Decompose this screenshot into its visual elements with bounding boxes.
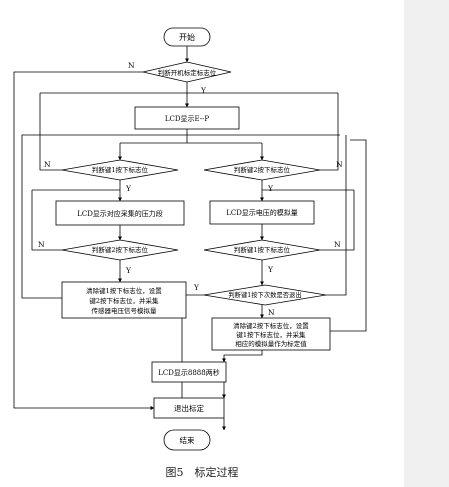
mark-key2-no: N bbox=[336, 160, 343, 169]
edge-k1times-no bbox=[326, 135, 347, 296]
calibration-flowchart: 开始 判断开机标定标志位 LCD显示E--P 判断键1按下标志位 判断键2按下标… bbox=[13, 27, 367, 451]
label-clear2-line2: 键1按下标志位，并采集 bbox=[236, 330, 306, 339]
decision-key1 bbox=[61, 159, 179, 181]
label-boot: 判断开机标定标志位 bbox=[158, 68, 217, 77]
mark-key1times-yes: Y bbox=[193, 283, 200, 292]
label-key1b: 判断键1按下标志位 bbox=[234, 245, 291, 254]
process-lcd-pressure bbox=[55, 200, 185, 226]
figure-caption: 图5 标定过程 bbox=[165, 466, 239, 479]
label-lcd-voltage: LCD显示电压的模拟量 bbox=[226, 208, 298, 217]
label-lcd-ep: LCD显示E--P bbox=[165, 115, 210, 123]
label-key1-times: 判断键1按下次数是否退出 bbox=[228, 290, 301, 299]
label-clear1-line3: 传感器电压信号模拟量 bbox=[92, 306, 158, 315]
mark-key2-yes: Y bbox=[267, 184, 274, 193]
terminal-start bbox=[163, 27, 211, 47]
label-clear2-line3: 相应的模拟量作为标定值 bbox=[235, 339, 307, 348]
mark-key1b-no: N bbox=[334, 240, 341, 249]
branch-marks: N Y N N Y Y N N Y Y Y N bbox=[38, 61, 343, 317]
decision-key2b bbox=[61, 239, 179, 261]
edge-k1b-no bbox=[320, 190, 355, 251]
label-exit: 退出标定 bbox=[174, 403, 204, 413]
mark-boot-no: N bbox=[128, 61, 135, 70]
label-clear1-line2: 键2按下标志位，并采集 bbox=[89, 296, 159, 305]
terminal-end bbox=[163, 429, 211, 451]
decision-key1b bbox=[203, 239, 321, 261]
decision-boot bbox=[142, 61, 232, 83]
label-key2: 判断键2按下标志位 bbox=[234, 165, 291, 174]
mark-key1-yes: Y bbox=[125, 184, 132, 193]
mark-key1b-yes: Y bbox=[267, 265, 274, 274]
flow-shapes bbox=[55, 27, 331, 451]
flow-labels: 开始 判断开机标定标志位 LCD显示E--P 判断键1按下标志位 判断键2按下标… bbox=[77, 32, 309, 445]
edge-k2b-no bbox=[31, 190, 62, 251]
label-end: 结束 bbox=[180, 435, 195, 445]
process-lcd-8888 bbox=[151, 361, 227, 383]
label-lcd-8888: LCD显示8888两秒 bbox=[158, 368, 219, 377]
process-lcd-voltage bbox=[209, 200, 315, 225]
label-key1: 判断键1按下标志位 bbox=[92, 165, 149, 174]
mark-key1times-no: N bbox=[268, 308, 275, 317]
edge-clear2-loop bbox=[330, 139, 367, 332]
process-lcd-ep bbox=[134, 106, 240, 130]
label-lcd-pressure: LCD显示对应采集的压力段 bbox=[77, 209, 163, 218]
edge-clear2-8888 bbox=[222, 350, 263, 363]
edge-boot-no-exit bbox=[13, 71, 155, 410]
process-clear2 bbox=[211, 317, 331, 351]
mark-boot-yes: Y bbox=[200, 86, 207, 95]
label-clear1-line1: 清除键1按下标志位，设置 bbox=[86, 286, 162, 295]
process-exit bbox=[153, 397, 225, 419]
label-key2b: 判断键2按下标志位 bbox=[92, 245, 149, 254]
side-panel bbox=[404, 0, 449, 487]
edge-clear1-loop bbox=[21, 134, 340, 299]
decision-key1-times bbox=[203, 284, 327, 306]
process-clear1 bbox=[61, 281, 187, 319]
mark-key2b-no: N bbox=[38, 240, 45, 249]
mark-key1-no: N bbox=[44, 160, 51, 169]
label-clear2-line1: 清除键2按下标志位，设置 bbox=[233, 321, 309, 330]
mark-key2b-yes: Y bbox=[125, 266, 132, 275]
decision-key2 bbox=[203, 159, 321, 181]
label-start: 开始 bbox=[179, 32, 195, 42]
